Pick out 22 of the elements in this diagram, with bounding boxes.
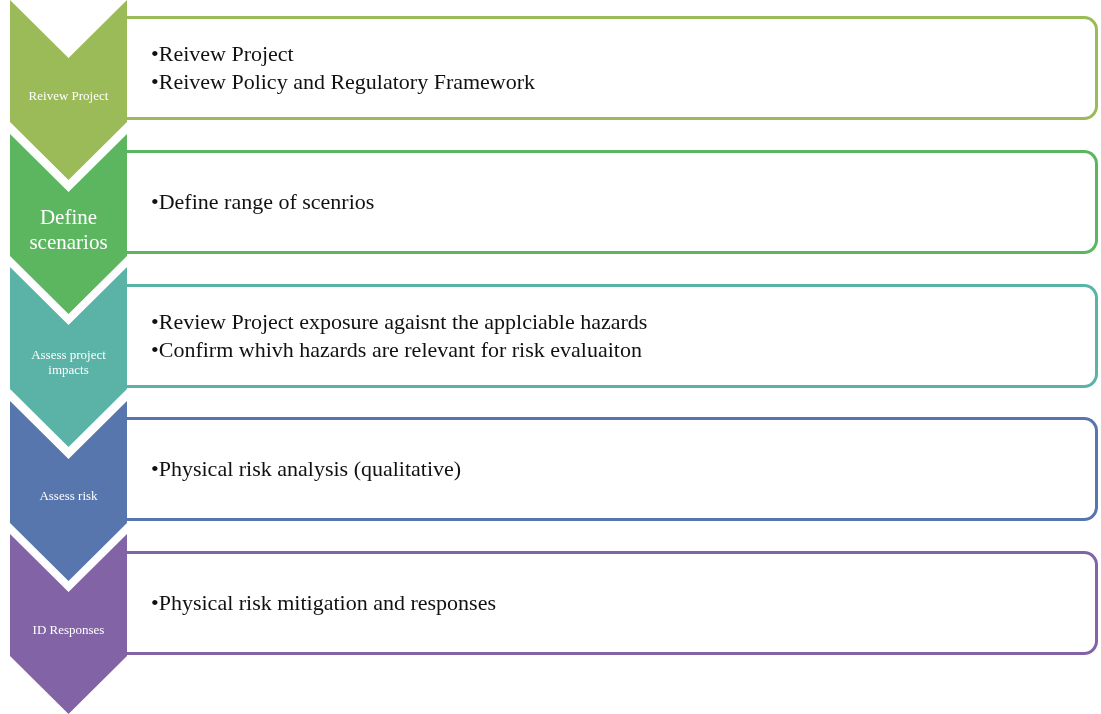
chevron-step xyxy=(10,133,127,314)
step-label: Reivew Project xyxy=(28,88,109,104)
bullet-item: •Define range of scenrios xyxy=(151,187,376,216)
description-box xyxy=(127,551,1098,656)
bullet-item: •Reivew Project xyxy=(151,40,295,68)
bullet-item: •Physical risk mitigation and responses xyxy=(151,589,497,618)
description-box xyxy=(127,149,1098,254)
chevron-step xyxy=(10,267,127,447)
bullet-item: •Confirm whivh hazards are relevant for risk evaluaiton xyxy=(151,335,643,364)
bullet-item: •Reivew Policy and Regulatory Framework xyxy=(151,68,537,96)
chevron-step xyxy=(10,400,127,581)
bullet-item: •Physical risk analysis (qualitative) xyxy=(151,455,463,484)
chevron-step xyxy=(10,0,127,180)
description-box xyxy=(127,417,1098,522)
step-label: Assess project impacts xyxy=(30,348,107,378)
description-box xyxy=(127,283,1098,388)
step-label: Assess risk xyxy=(39,489,98,504)
step-label: ID Responses xyxy=(32,622,105,638)
chevron-step xyxy=(10,534,127,714)
step-label: Define scenarios xyxy=(28,205,109,254)
bullet-item: •Review Project exposure agaisnt the applciable hazards xyxy=(151,307,649,336)
description-box xyxy=(127,16,1098,120)
